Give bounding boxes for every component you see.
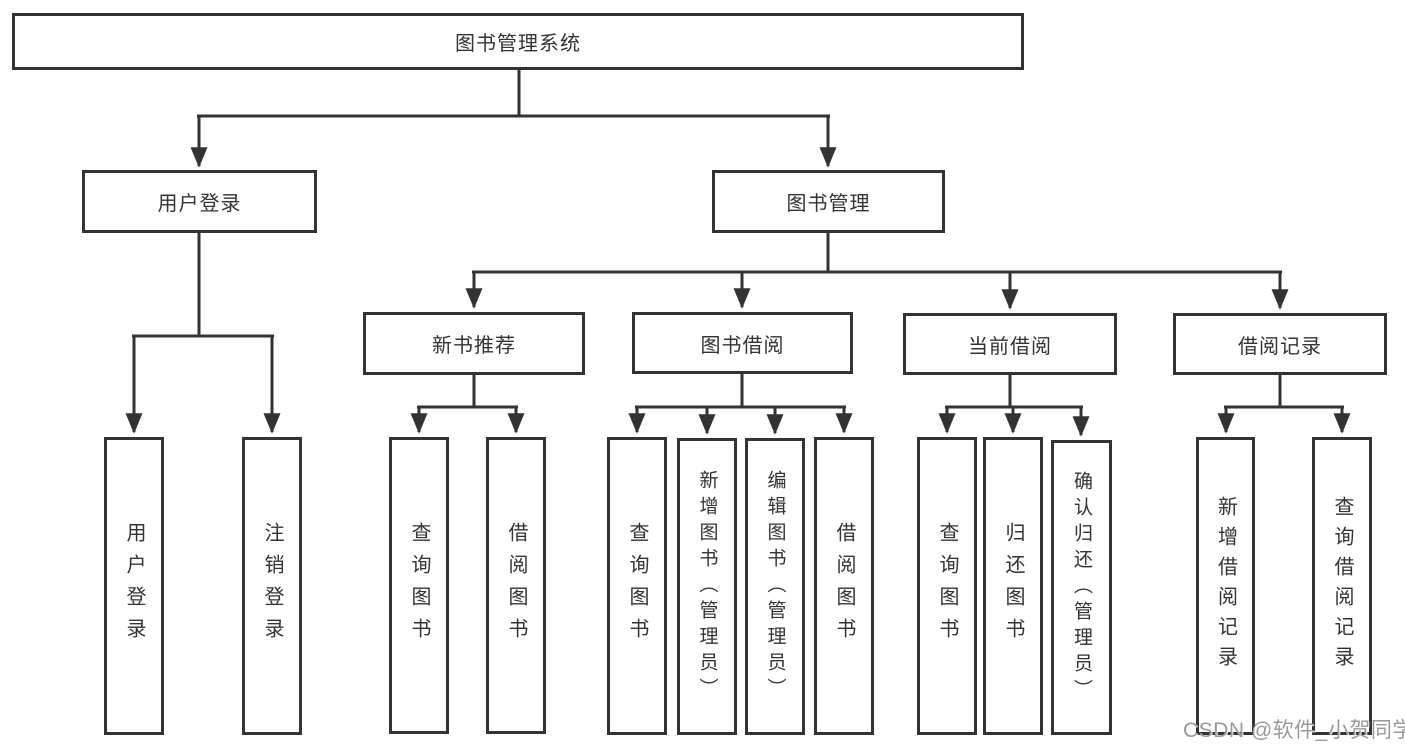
node-label: 确认归还（管理员）: [1071, 470, 1092, 705]
node-label: 用户登录: [157, 193, 242, 215]
leaf-query-book: 查询图书: [389, 437, 449, 734]
node-label: 查询借阅记录: [1331, 496, 1353, 676]
node-borrow-records: 借阅记录: [1173, 313, 1387, 375]
csdn-watermark: CSDN @软件_小贺同学: [1183, 719, 1405, 742]
node-label: 归还图书: [1002, 522, 1024, 650]
leaf-borrow-book: 借阅图书: [486, 437, 546, 734]
node-label: 图书管理: [786, 193, 871, 215]
leaf-query-book: 查询图书: [607, 437, 667, 735]
node-label: 注销登录: [261, 522, 283, 650]
leaf-query-book: 查询图书: [917, 437, 977, 735]
root-node-library-system: 图书管理系统: [12, 13, 1024, 70]
node-label: 查询图书: [408, 521, 430, 650]
node-label: 当前借阅: [968, 335, 1052, 358]
leaf-edit-book-admin: 编辑图书（管理员）: [745, 438, 805, 735]
node-label: 查询图书: [936, 522, 958, 650]
node-label: 新增图书（管理员）: [696, 469, 718, 704]
node-new-book-recommend: 新书推荐: [363, 312, 585, 375]
node-label: 借阅记录: [1238, 335, 1322, 358]
node-label: 图书管理系统: [455, 33, 581, 55]
node-label: 借阅图书: [505, 521, 527, 650]
node-label: 查询图书: [626, 522, 648, 650]
node-label: 新增借阅记录: [1214, 496, 1237, 676]
node-label: 编辑图书（管理员）: [764, 469, 786, 704]
leaf-confirm-return-admin: 确认归还（管理员）: [1051, 440, 1112, 735]
leaf-return-book: 归还图书: [983, 437, 1043, 735]
node-label: 借阅图书: [833, 522, 855, 650]
node-label: 新书推荐: [432, 335, 516, 357]
node-label: 用户登录: [123, 522, 145, 650]
leaf-add-book-admin: 新增图书（管理员）: [677, 438, 737, 735]
node-label: 图书借阅: [700, 334, 785, 357]
leaf-logout: 注销登录: [242, 437, 302, 735]
leaf-user-login: 用户登录: [104, 437, 164, 735]
node-book-management: 图书管理: [712, 170, 945, 233]
node-current-borrow: 当前借阅: [903, 313, 1117, 375]
node-user-login: 用户登录: [82, 170, 317, 233]
leaf-query-borrow-record: 查询借阅记录: [1312, 437, 1372, 735]
leaf-borrow-book: 借阅图书: [814, 437, 874, 735]
node-book-borrow: 图书借阅: [632, 312, 853, 374]
leaf-add-borrow-record: 新增借阅记录: [1196, 437, 1255, 735]
